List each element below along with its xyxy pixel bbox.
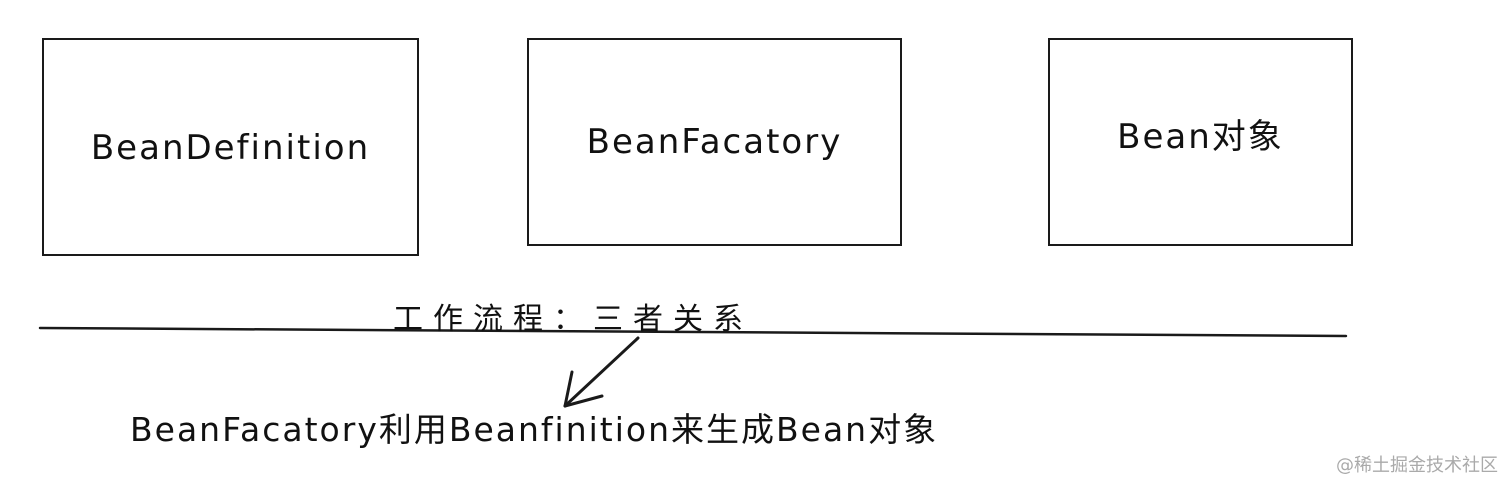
workflow-heading: 工作流程：三者关系: [393, 302, 753, 337]
box-label-bean-factory: BeanFacatory: [586, 122, 843, 162]
box-bean-definition: BeanDefinition: [42, 38, 419, 256]
workflow-description: BeanFacatory利用Beanfinition来生成Bean对象: [130, 410, 939, 449]
box-label-bean-object: Bean对象: [1117, 116, 1284, 157]
arrow-icon: [563, 336, 640, 408]
box-bean-factory: BeanFacatory: [527, 38, 902, 246]
watermark: @稀土掘金技术社区: [1336, 455, 1498, 476]
divider-line: [38, 326, 1348, 338]
box-bean-object: Bean对象: [1048, 38, 1353, 246]
box-label-bean-definition: BeanDefinition: [90, 128, 371, 168]
